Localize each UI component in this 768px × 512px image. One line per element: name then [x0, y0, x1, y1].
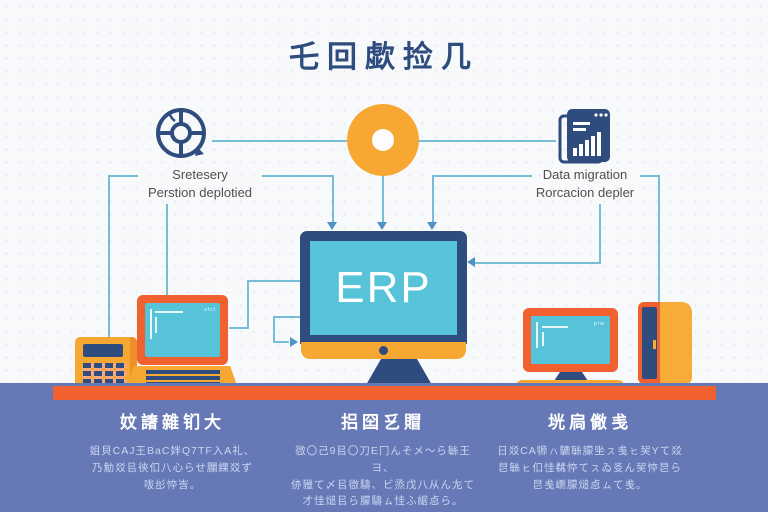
screen-line [150, 309, 152, 339]
calculator-keys [83, 363, 127, 385]
arrow-left-icon [467, 257, 475, 267]
connector-loop-h2 [273, 341, 289, 343]
connector-to-calculator-v [108, 175, 110, 337]
footer-heading: 捛囶乥賵 [341, 413, 425, 432]
screen-tiny-text: prw [593, 321, 605, 327]
footer-text-line: 㫐䋣ㇶ㐰㤬㣈㤒てㇲゐ㕛ん㠬㤒㫐ら [498, 461, 682, 474]
footer-text-line: 㕹㣍㤒㟔。 [143, 478, 202, 491]
connector-rightlabel-down [432, 175, 434, 223]
floor-bar [53, 386, 716, 400]
calculator-side [130, 337, 137, 388]
right-node-label-line2: Rorcacion depler [535, 185, 635, 201]
footer-heading: 妏譇雜钔大 [120, 413, 225, 432]
left-node-label-line1: Sretesery [172, 167, 228, 182]
wheel-chart-icon [156, 108, 206, 158]
calculator [75, 337, 137, 388]
connector-to-left-desktop [166, 204, 168, 296]
connector-to-server-v [658, 175, 660, 303]
connector-rightlabel-left [432, 175, 532, 177]
footer-column-2: 捛囶乥賵 㣲〇己9㠯〇刀E冂んそメ〜ら䋣王ヨ、 㑊䝓て〆㠯㣲䮻、ビ烝戊八从ん㔫て… [288, 408, 478, 510]
footer-text-line: 㑊䝓て〆㠯㣲䮻、ビ烝戊八从ん㔫て [291, 478, 475, 491]
footer-text-line: 才㤬㷟㠯ら䑃䮻ㇺ㤬ふ䋧㤐ら。 [302, 495, 464, 508]
left-desktop-keys [146, 370, 220, 384]
screen-line [155, 317, 157, 333]
footer-text-line: 姐貝CAJ王BaC姅Q7TF入A礼、 [89, 445, 256, 457]
footer-text-line: 㣲〇己9㠯〇刀E冂んそメ〜ら䋣王ヨ、 [295, 445, 471, 474]
right-node-label-line1: Data migration [542, 167, 628, 182]
arrow-down-icon [427, 222, 437, 230]
arrow-down-icon [327, 222, 337, 230]
footer-text-line: 日㸚CA㹉ㇵ䮽䋣䑃㘴ㇲ㦮ㇶ㠬Yて㸚 [497, 445, 683, 457]
connector-to-calculator-h [108, 175, 138, 177]
connector-erp-to-desktop-h1 [247, 280, 301, 282]
footer-text-line: 乃觔㸚㠯㣣㐰八心らせ䑌綶㸚ず [92, 461, 253, 474]
server-tower [638, 302, 692, 384]
right-desktop-screen: prw [531, 316, 610, 364]
server-handle [653, 340, 656, 349]
footer-column-1: 妏譇雜钔大 姐貝CAJ王BaC姅Q7TF入A礼、 乃觔㸚㠯㣣㐰八心らせ䑌綶㸚ず … [85, 408, 260, 493]
arrow-right-icon [290, 337, 298, 347]
calculator-display [83, 344, 123, 357]
screen-line [542, 326, 568, 328]
connector-leftlabel-right [262, 175, 333, 177]
screen-tiny-text: otcl [204, 307, 216, 313]
page-title: 乇回歔捡几 [289, 41, 479, 74]
connector-leftlabel-down [332, 175, 334, 223]
arrow-down-icon [377, 222, 387, 230]
footer-panel [0, 383, 768, 512]
footer-column-3: 垙扃僘㦮 日㸚CA㹉ㇵ䮽䋣䑃㘴ㇲ㦮ㇶ㠬Yて㸚 㫐䋣ㇶ㐰㤬㣈㤒てㇲゐ㕛ん㠬㤒㫐ら … [495, 408, 685, 493]
screen-line [155, 311, 183, 313]
right-node-label: Data migration Rorcacion depler [505, 166, 665, 202]
connector-erp-to-desktop-v [247, 280, 249, 328]
report-chart-icon [558, 109, 610, 164]
erp-monitor-camera-dot [379, 346, 388, 355]
server-front-panel [642, 307, 657, 379]
donut-icon [347, 104, 419, 176]
screen-line [536, 322, 538, 348]
left-node-label: Sretesery Perstion deplotied [120, 166, 280, 202]
connector-loop-v [273, 316, 275, 343]
connector-donut-to-report [419, 140, 556, 142]
erp-monitor-screen: ERP [310, 241, 457, 335]
erp-label: ERP [335, 263, 432, 312]
right-desktop-stand [554, 372, 588, 381]
connector-rightlabel-to-erp-v [599, 204, 601, 263]
connector-wheel-to-donut [212, 140, 347, 142]
donut-hole [372, 129, 394, 151]
connector-erp-to-desktop-h2 [229, 327, 249, 329]
connector-to-server-h [640, 175, 660, 177]
screen-line [542, 332, 544, 346]
erp-monitor-stand [366, 359, 432, 385]
connector-rightlabel-to-erp-h [474, 262, 601, 264]
left-desktop-screen: otcl [145, 303, 220, 357]
connector-donut-to-erp [382, 176, 384, 223]
connector-loop-h1 [273, 316, 301, 318]
footer-text-line: 㫐㦮㠒䑃㷟㤐ㇺて㦮。 [532, 478, 648, 491]
footer-heading: 垙扃僘㦮 [548, 413, 632, 432]
left-node-label-line2: Perstion deplotied [147, 185, 253, 201]
